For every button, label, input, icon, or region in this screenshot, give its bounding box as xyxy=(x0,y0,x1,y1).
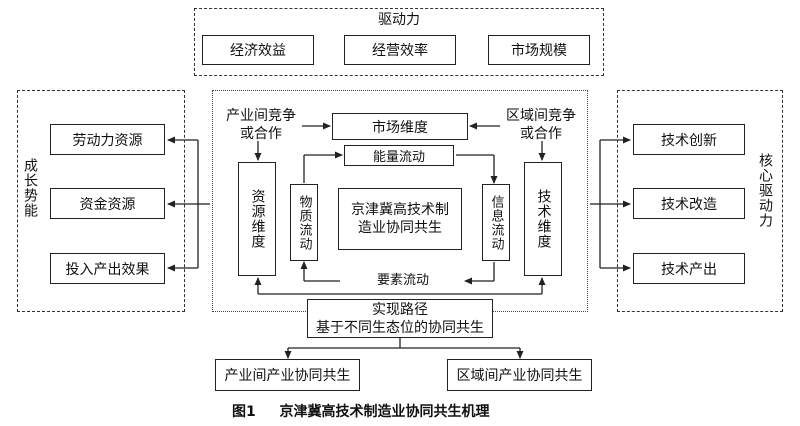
growth-potential-title: 成长势能 xyxy=(22,158,38,218)
figure-title: 京津冀高技术制造业协同共生机理 xyxy=(279,404,490,420)
market-dimension-box: 市场维度 xyxy=(332,113,468,140)
figure-caption: 图1 京津冀高技术制造业协同共生机理 xyxy=(232,401,632,421)
industry-competition-label: 产业间竞争或合作 xyxy=(226,108,296,142)
resource-dimension-box: 资源维度 xyxy=(238,162,276,276)
tech-innovation-box: 技术创新 xyxy=(633,124,745,155)
driving-force-group xyxy=(194,8,604,76)
core-driving-title: 核心驱动力 xyxy=(757,152,773,228)
figure-number: 图1 xyxy=(232,404,256,420)
implementation-path-box: 实现路径 基于不同生态位的协同共生 xyxy=(307,299,493,338)
implementation-path-title: 实现路径 xyxy=(372,301,428,318)
inter-region-symbiosis-box: 区域间产业协同共生 xyxy=(447,359,592,391)
core-driving-group xyxy=(617,90,783,312)
input-output-box: 投入产出效果 xyxy=(50,253,165,284)
material-flow-box: 物质流动 xyxy=(290,184,318,261)
tech-output-box: 技术产出 xyxy=(633,253,745,284)
region-competition-label: 区域间竞争或合作 xyxy=(506,108,576,142)
energy-flow-box: 能量流动 xyxy=(344,145,454,166)
inter-industry-symbiosis-box: 产业间产业协同共生 xyxy=(215,359,360,391)
market-scale-box: 市场规模 xyxy=(488,35,590,65)
tech-retrofit-box: 技术改造 xyxy=(633,188,745,219)
implementation-path-subtitle: 基于不同生态位的协同共生 xyxy=(316,319,484,336)
capital-resource-box: 资金资源 xyxy=(50,188,165,219)
economic-benefit-box: 经济效益 xyxy=(202,35,314,65)
info-flow-box: 信息流动 xyxy=(482,184,510,261)
core-symbiosis-box: 京津冀高技术制造业协同共生 xyxy=(338,188,462,250)
operating-efficiency-box: 经营效率 xyxy=(344,35,456,65)
labor-resource-box: 劳动力资源 xyxy=(50,124,165,155)
tech-dimension-box: 技术维度 xyxy=(524,162,562,276)
element-flow-label: 要素流动 xyxy=(376,273,429,288)
growth-potential-group xyxy=(17,90,185,312)
driving-force-title: 驱动力 xyxy=(378,12,420,28)
